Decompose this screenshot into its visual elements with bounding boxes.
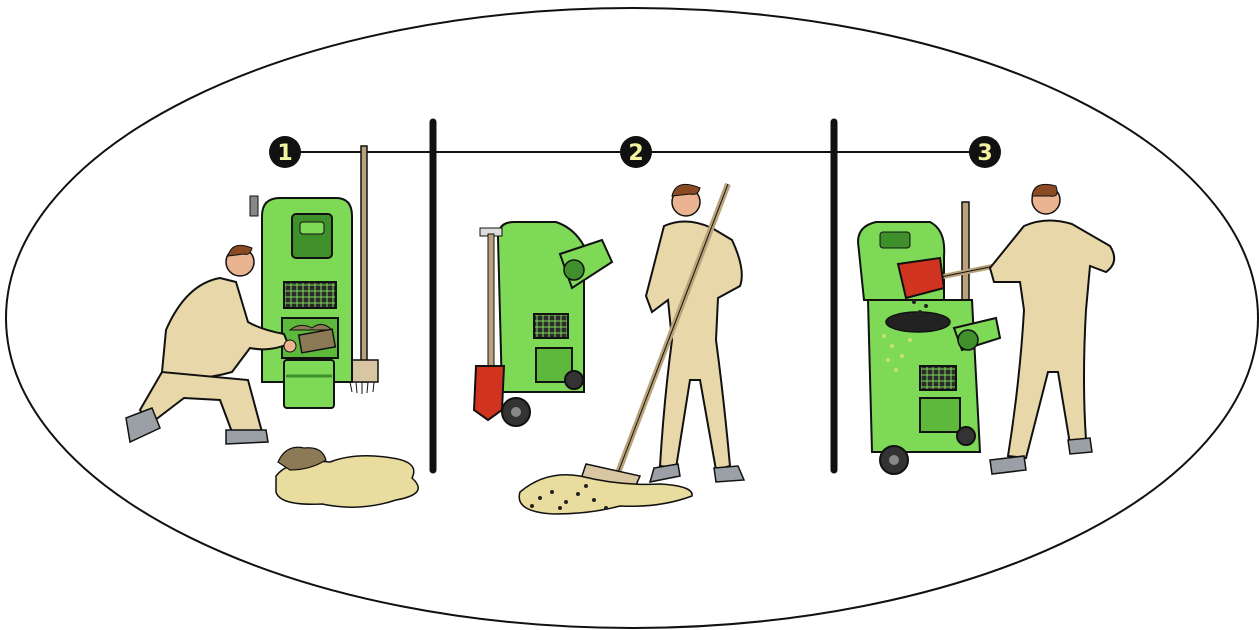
step-number-1: 1 [277, 141, 292, 166]
spill-kit-bin-icon [856, 221, 1002, 475]
step-badge-3: 3 [969, 136, 1001, 168]
panel-3-scene [856, 183, 1116, 475]
worker-icon [988, 183, 1116, 475]
panel-2-scene [472, 182, 746, 515]
step-badge-2: 2 [620, 136, 652, 168]
spill-puddle-icon [518, 473, 693, 515]
spill-puddle-icon [275, 446, 419, 508]
spill-kit-bin-icon [249, 195, 353, 409]
step-number-2: 2 [628, 141, 643, 166]
spill-kit-bin-icon [496, 221, 614, 427]
broom-icon [349, 145, 379, 394]
panel-1-scene [125, 145, 419, 508]
shovel-icon [472, 227, 506, 422]
step-number-3: 3 [977, 141, 992, 166]
step-badge-1: 1 [269, 136, 301, 168]
worker-icon [125, 244, 297, 445]
